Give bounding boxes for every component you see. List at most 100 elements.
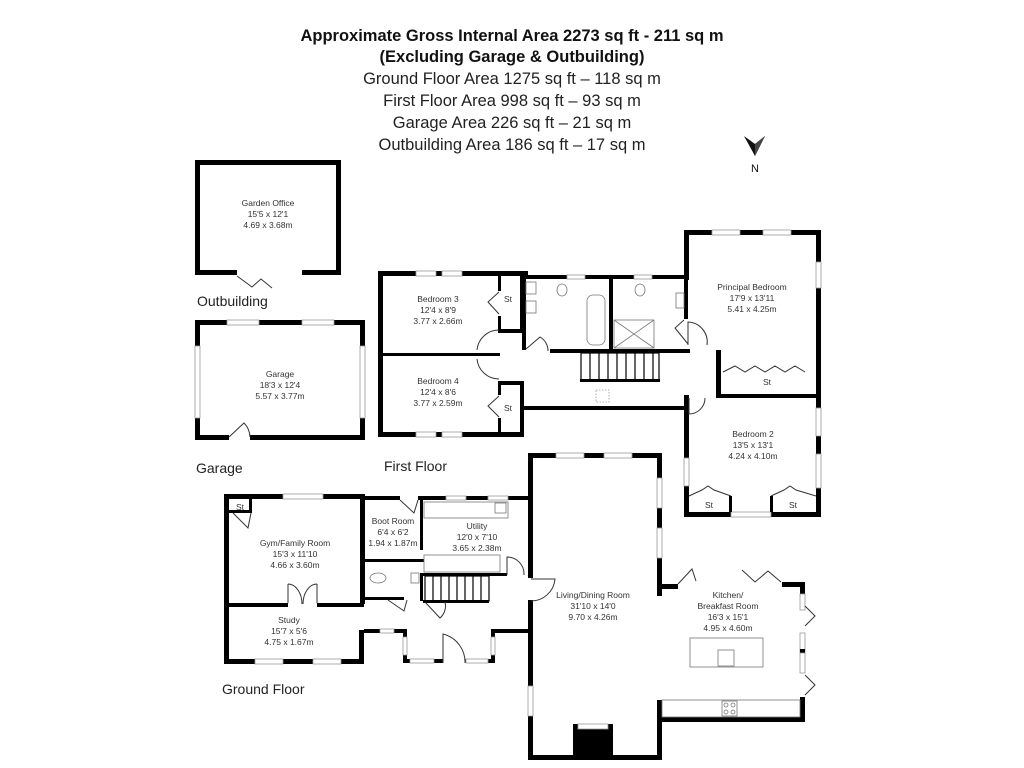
- storage-label: St: [236, 502, 245, 512]
- outbuilding-label: Outbuilding: [197, 293, 268, 309]
- gross-area-title: Approximate Gross Internal Area 2273 sq …: [300, 27, 724, 45]
- gross-area-note: (Excluding Garage & Outbuilding): [379, 48, 645, 66]
- sink-icon: [494, 502, 507, 514]
- storage-label: St: [705, 500, 714, 510]
- boot-room-imperial: 6'4 x 6'2: [377, 527, 408, 537]
- garage-name: Garage: [266, 369, 295, 379]
- garage-area: Garage Area 226 sq ft – 21 sq m: [392, 114, 632, 132]
- storage-label: St: [504, 294, 513, 304]
- principal-bedroom-door-icon: [687, 321, 708, 346]
- storage-label: St: [504, 403, 513, 413]
- kitchen-imperial: 16'3 x 15'1: [708, 612, 749, 622]
- closet-door-icon: [487, 395, 500, 418]
- garden-office-room: Garden Office 15'5 x 12'1 4.69 x 3.68m: [195, 160, 341, 289]
- study-metric: 4.75 x 1.67m: [264, 637, 313, 647]
- bedroom2-imperial: 13'5 x 13'1: [733, 440, 774, 450]
- living-room-door-icon: [530, 578, 556, 602]
- kitchen-island-icon: [689, 637, 764, 668]
- understairs-door-icon: [424, 601, 446, 619]
- garden-office-metric: 4.69 x 3.68m: [243, 220, 292, 230]
- principal-bedroom-metric: 5.41 x 4.25m: [727, 304, 776, 314]
- bedroom2-metric: 4.24 x 4.10m: [728, 451, 777, 461]
- hob-icon: [721, 700, 738, 717]
- storage-label: St: [763, 377, 772, 387]
- utility-metric: 3.65 x 2.38m: [452, 543, 501, 553]
- ground-floor-area: Ground Floor Area 1275 sq ft – 118 sq m: [363, 70, 661, 88]
- bedroom4-imperial: 12'4 x 8'6: [420, 387, 456, 397]
- first-floor-plan: St St Bedroom 3 12'4 x 8'9 3.77 x 2.66m …: [378, 229, 822, 518]
- gym-metric: 4.66 x 3.60m: [270, 560, 319, 570]
- bedroom2-name: Bedroom 2: [732, 429, 774, 439]
- living-dining-imperial: 31'10 x 14'0: [570, 601, 616, 611]
- bifold-door-icon: [804, 674, 816, 696]
- closet-door-icon: [770, 485, 817, 497]
- bifold-door-icon: [236, 275, 273, 289]
- sink-icon: [525, 281, 537, 295]
- garage-floor-label: Garage: [196, 460, 243, 476]
- french-door-icon: [287, 583, 318, 605]
- staircase-icon: [580, 352, 660, 382]
- bedroom3-name: Bedroom 3: [417, 294, 459, 304]
- outbuilding-area: Outbuilding Area 186 sq ft – 17 sq m: [378, 136, 646, 154]
- toilet-icon: [634, 283, 646, 297]
- kitchen-metric: 4.95 x 4.60m: [703, 623, 752, 633]
- north-arrow-icon: N: [744, 136, 765, 175]
- garage-room: Garage 18'3 x 12'4 5.57 x 3.77m: [194, 319, 366, 440]
- closet-door-icon: [487, 291, 500, 315]
- toilet-icon: [556, 283, 568, 297]
- bedroom4-metric: 3.77 x 2.59m: [413, 398, 462, 408]
- study-name: Study: [278, 615, 300, 625]
- bedroom3-door-icon: [476, 329, 500, 351]
- gym-name: Gym/Family Room: [260, 538, 330, 548]
- ensuite-door-icon: [674, 319, 689, 345]
- living-dining-name: Living/Dining Room: [556, 590, 630, 600]
- living-dining-metric: 9.70 x 4.26m: [568, 612, 617, 622]
- gym-imperial: 15'3 x 11'10: [273, 549, 318, 559]
- utility-name: Utility: [467, 521, 489, 531]
- front-door-icon: [442, 633, 466, 664]
- wc-door-icon: [387, 599, 408, 612]
- ground-floor-plan: St Gym/Family Room 15'3 x 11'10 4.66 x 3…: [224, 452, 816, 760]
- kitchen-counter-icon: [661, 699, 801, 718]
- closet-door-icon: [232, 512, 252, 530]
- bifold-door-icon: [804, 605, 816, 627]
- boot-room-name: Boot Room: [372, 516, 415, 526]
- study-imperial: 15'7 x 5'6: [271, 626, 307, 636]
- area-summary: Approximate Gross Internal Area 2273 sq …: [0, 26, 1024, 156]
- boot-room-metric: 1.94 x 1.87m: [368, 538, 417, 548]
- sink-icon: [717, 649, 735, 667]
- kitchen-name-line1: Kitchen/: [713, 590, 744, 600]
- garage-imperial: 18'3 x 12'4: [260, 380, 301, 390]
- kitchen-name-line2: Breakfast Room: [698, 601, 759, 611]
- worktop-icon: [423, 554, 501, 573]
- utility-door-icon: [506, 556, 525, 576]
- bedroom3-imperial: 12'4 x 8'9: [420, 305, 456, 315]
- sink-icon: [525, 300, 537, 314]
- sink-icon: [675, 292, 685, 309]
- principal-bedroom-name: Principal Bedroom: [717, 282, 786, 292]
- wardrobe-door-icon: [722, 365, 806, 373]
- utility-imperial: 12'0 x 7'10: [457, 532, 498, 542]
- closet-door-icon: [688, 485, 732, 497]
- north-label: N: [751, 163, 759, 175]
- bedroom4-door-icon: [476, 358, 500, 380]
- toilet-icon: [369, 572, 387, 584]
- garden-office-name: Garden Office: [242, 198, 295, 208]
- skylight-icon: [595, 389, 610, 403]
- ground-floor-label: Ground Floor: [222, 681, 305, 697]
- bedroom2-door-icon: [688, 397, 706, 415]
- garage-metric: 5.57 x 3.77m: [255, 391, 304, 401]
- garage-door-icon: [228, 422, 251, 438]
- staircase-icon: [423, 575, 490, 603]
- garden-office-imperial: 15'5 x 12'1: [248, 209, 289, 219]
- sink-icon: [410, 572, 420, 584]
- worktop-icon: [423, 501, 509, 519]
- bedroom3-metric: 3.77 x 2.66m: [413, 316, 462, 326]
- principal-bedroom-imperial: 17'9 x 13'11: [730, 293, 775, 303]
- first-floor-area: First Floor Area 998 sq ft – 93 sq m: [383, 92, 641, 110]
- bedroom4-name: Bedroom 4: [417, 376, 459, 386]
- bathroom-door-icon: [525, 336, 549, 352]
- kitchen-door-icon: [677, 568, 697, 585]
- boot-room-door-icon: [399, 499, 419, 514]
